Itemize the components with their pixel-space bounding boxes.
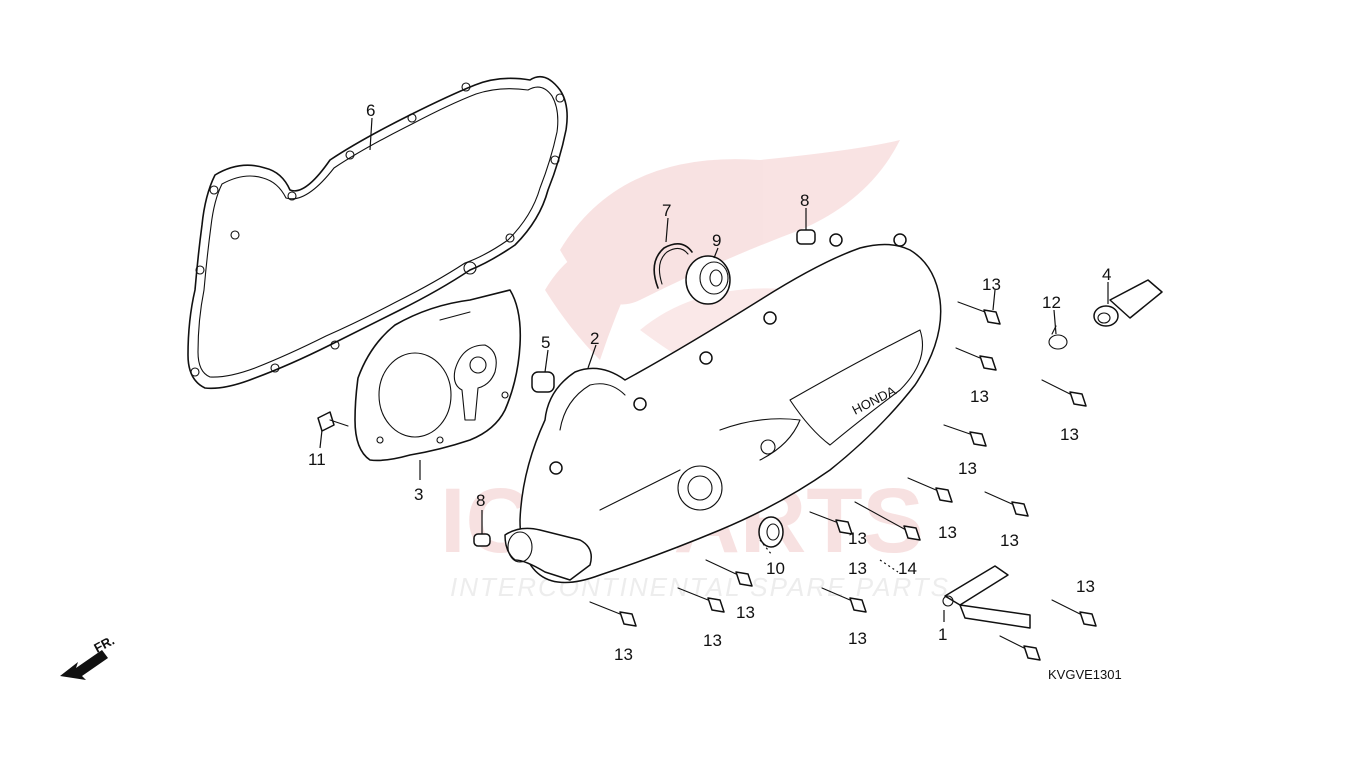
watermark-tagline: INTERCONTINENTAL SPARE PARTS (450, 572, 950, 602)
callout-13-mid-a: 13 (970, 387, 989, 406)
bolt-part-11 (317, 411, 349, 432)
collar-part-5 (531, 371, 555, 393)
front-direction-arrow-icon: FR. (60, 633, 117, 680)
bolt-14 (854, 501, 921, 541)
callout-3: 3 (414, 485, 423, 504)
callout-13-bottom-c: 13 (614, 645, 633, 664)
circlip-part-7 (653, 243, 693, 289)
diagram-code: KVGVE1301 (1048, 667, 1122, 682)
bolt-13-h (677, 587, 725, 613)
callout-10: 10 (766, 559, 785, 578)
bolt-13-e (984, 491, 1029, 517)
dowel-part-8-top (796, 229, 816, 245)
callout-13-mid-b: 13 (958, 459, 977, 478)
bolt-13-l (999, 635, 1041, 661)
callout-5: 5 (541, 333, 550, 352)
callout-6: 6 (366, 101, 375, 120)
front-direction-label: FR. (91, 633, 117, 656)
bolt-13-k (1051, 599, 1097, 627)
bolt-13-f (809, 511, 853, 535)
callout-9: 9 (712, 231, 721, 250)
callout-13-top: 13 (982, 275, 1001, 294)
callout-14: 14 (898, 559, 917, 578)
clip-part-12 (1048, 325, 1068, 350)
bolt-13-b (1041, 379, 1087, 407)
bolt-13-a (955, 347, 997, 371)
callout-8-top: 8 (800, 191, 809, 210)
duct-part-4 (1093, 279, 1163, 327)
leader-lines (319, 117, 1109, 622)
callout-2: 2 (590, 329, 599, 348)
callout-13-right-a: 13 (1060, 425, 1079, 444)
callout-13-bottom-right: 13 (1076, 577, 1095, 596)
bolt-13-d (907, 477, 953, 503)
bolt-13-j (821, 587, 867, 613)
callout-13-mid-c: 13 (938, 523, 957, 542)
callout-8-bottom: 8 (476, 491, 485, 510)
gasket-part-6 (187, 75, 568, 390)
left-crankcase-cover-part-2: HONDA (504, 233, 942, 584)
bolt-13-i (589, 601, 637, 627)
dowel-part-8-bottom (473, 533, 491, 547)
oil-seal-part-10 (758, 516, 784, 548)
bolt-13-top-right (957, 301, 1001, 325)
bearing-part-9 (685, 255, 731, 305)
callout-12: 12 (1042, 293, 1061, 312)
callout-11: 11 (308, 450, 326, 469)
callout-7: 7 (662, 201, 671, 220)
bolts (589, 301, 1097, 661)
callout-13-bottom-b: 13 (703, 631, 722, 650)
callout-13-center-b: 13 (848, 559, 867, 578)
callout-13-bottom-a: 13 (736, 603, 755, 622)
callout-4: 4 (1102, 265, 1111, 284)
callout-13-right-b: 13 (1000, 531, 1019, 550)
callouts: 6 7 8 9 2 5 4 12 13 13 13 13 13 13 13 13… (308, 101, 1111, 664)
callout-1: 1 (938, 625, 947, 644)
callout-13-center-a: 13 (848, 529, 867, 548)
bolt-13-g (705, 559, 753, 587)
bolt-13-c (943, 424, 987, 447)
callout-13-bottom-d: 13 (848, 629, 867, 648)
bracket-part-1 (942, 565, 1031, 629)
plate-part-3 (354, 289, 522, 462)
